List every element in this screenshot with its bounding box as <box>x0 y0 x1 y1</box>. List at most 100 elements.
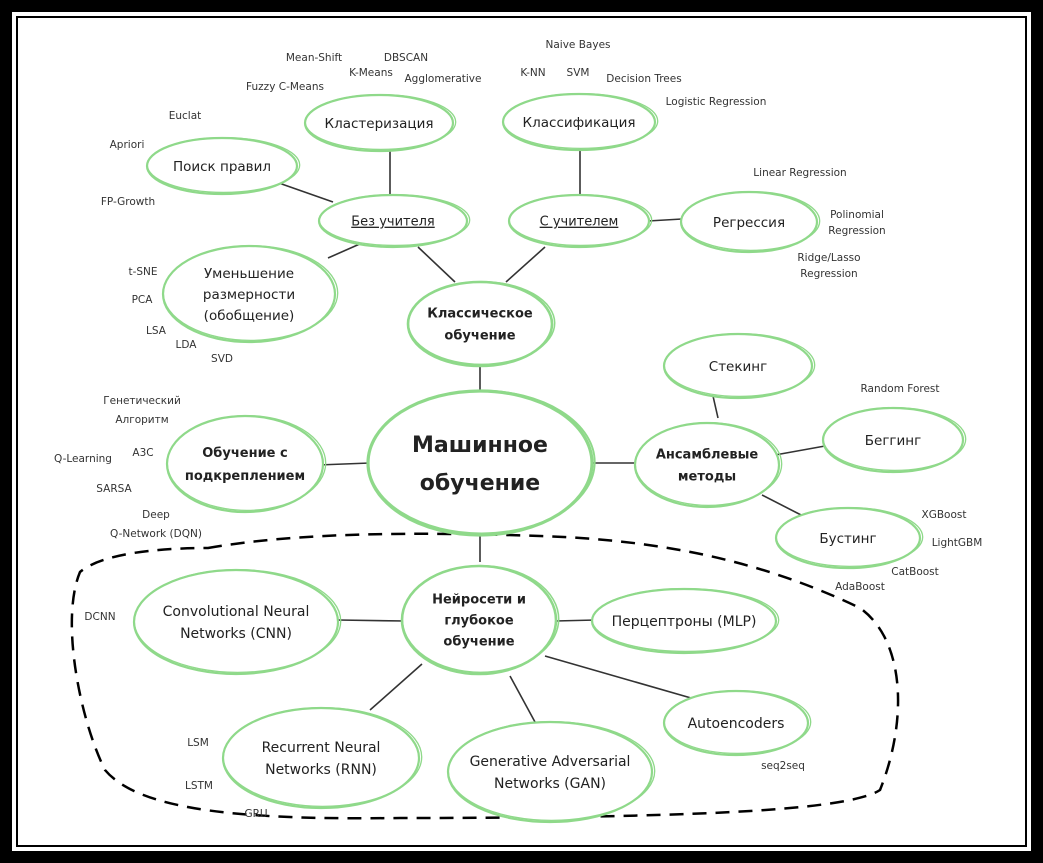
leaf-decision-trees: Decision Trees <box>606 73 681 85</box>
node-reinforcement-learning-label: Обучение с <box>202 446 287 461</box>
node-boosting-ellipse <box>775 506 924 568</box>
node-boosting: Бустинг <box>774 506 924 570</box>
leaf-pca: PCA <box>132 294 154 306</box>
leaf-lsm: LSM <box>187 737 209 749</box>
node-unsupervised: Без учителя <box>317 193 471 249</box>
node-gan-label: Generative Adversarial <box>470 754 631 770</box>
node-rnn-label: Recurrent Neural <box>262 740 381 756</box>
leaf-ridge-line-2: Regression <box>800 268 857 280</box>
node-stacking-ellipse <box>663 332 816 398</box>
node-perceptrons: Перцептроны (MLP) <box>590 587 780 655</box>
node-gan-ellipse <box>447 720 656 822</box>
leaf-logistic: Logistic Regression <box>666 96 767 108</box>
leaf-polinomial-line-2: Regression <box>828 225 885 237</box>
node-reinforcement-learning-ellipse <box>166 414 327 512</box>
node-regression: Регрессия <box>679 190 821 254</box>
node-perceptrons-label: Перцептроны (MLP) <box>612 614 757 630</box>
node-supervised-ellipse <box>508 193 653 247</box>
leaf-qlearning: Q-Learning <box>54 453 112 465</box>
node-dimensionality-reduction: Уменьшение размерности (обобщение) <box>161 244 339 344</box>
node-ensemble-methods-ellipse <box>634 421 783 507</box>
node-dimensionality-reduction-label: (обобщение) <box>204 308 295 324</box>
leaf-gru: GRU <box>244 808 267 820</box>
node-reinforcement-learning-label: подкреплением <box>185 469 305 484</box>
node-classification-label: Классификация <box>523 115 636 131</box>
node-rnn-label: Networks (RNN) <box>265 762 377 778</box>
node-autoencoders-label: Autoencoders <box>688 716 785 732</box>
leaf-lightgbm: LightGBM <box>932 537 983 549</box>
node-association-rules-label: Поиск правил <box>173 159 271 175</box>
node-dimensionality-reduction-ellipse <box>162 244 339 342</box>
leaf-a3c: A3C <box>132 447 153 459</box>
node-machine-learning-ellipse <box>367 389 596 535</box>
node-neural-networks-ellipse <box>401 564 560 674</box>
node-cnn-ellipse <box>133 568 342 674</box>
leaf-eclat: Euclat <box>169 110 202 122</box>
node-autoencoders-ellipse <box>663 689 812 755</box>
leaf-linear: Linear Regression <box>753 167 846 179</box>
leaf-lsa: LSA <box>146 325 167 337</box>
leaf-agglomerative: Agglomerative <box>404 73 481 85</box>
leaf-svd: SVD <box>211 353 233 365</box>
leaf-genetic-line-1: Генетический <box>103 395 181 407</box>
node-machine-learning-label: Машинное <box>412 433 548 458</box>
node-cnn-label: Networks (CNN) <box>180 626 292 642</box>
leaf-random-forest: Random Forest <box>860 383 939 395</box>
node-perceptrons-ellipse <box>591 587 780 653</box>
node-stacking: Стекинг <box>662 332 816 400</box>
node-unsupervised-label: Без учителя <box>351 215 434 230</box>
node-classical-learning-ellipse <box>407 280 556 366</box>
node-clustering-label: Кластеризация <box>325 116 434 132</box>
node-clustering-ellipse <box>304 93 457 151</box>
node-autoencoders: Autoencoders <box>662 689 812 757</box>
node-dimensionality-reduction-label: размерности <box>203 287 295 303</box>
node-ensemble-methods: Ансамблевые методы <box>633 421 783 509</box>
leaf-lstm: LSTM <box>185 780 213 792</box>
node-cnn-label: Convolutional Neural <box>163 604 310 620</box>
leaf-apriori: Apriori <box>110 139 145 151</box>
leaf-tsne: t-SNE <box>128 266 157 278</box>
leaf-ridge-line-1: Ridge/Lasso <box>797 252 860 264</box>
node-neural-networks-label: обучение <box>443 635 514 650</box>
node-unsupervised-ellipse <box>318 193 471 247</box>
inner-frame <box>16 16 1027 847</box>
leaf-genetic-line-2: Алгоритм <box>115 414 168 426</box>
node-classification: Классификация <box>501 92 659 152</box>
node-regression-ellipse <box>680 190 821 252</box>
leaf-fuzzy: Fuzzy C-Means <box>246 81 324 93</box>
node-boosting-label: Бустинг <box>819 531 876 547</box>
node-association-rules-ellipse <box>146 136 301 194</box>
leaf-dqn-line-2: Q-Network (DQN) <box>110 528 202 540</box>
leaf-adaboost: AdaBoost <box>835 581 885 593</box>
node-regression-label: Регрессия <box>713 215 785 231</box>
node-reinforcement-learning: Обучение с подкреплением <box>165 414 327 514</box>
node-supervised: С учителем <box>507 193 653 249</box>
node-supervised-label: С учителем <box>540 215 619 230</box>
node-dimensionality-reduction-label: Уменьшение <box>204 266 294 282</box>
leaf-naive-bayes: Naive Bayes <box>546 39 611 51</box>
node-bagging-label: Беггинг <box>865 433 921 449</box>
node-neural-networks-label: Нейросети и <box>432 593 526 608</box>
node-ensemble-methods-label: Ансамблевые <box>656 448 759 463</box>
node-classification-ellipse <box>502 92 659 150</box>
leaf-knn: K-NN <box>520 67 545 79</box>
leaf-lda: LDA <box>176 339 198 351</box>
neural-region-outline <box>70 532 900 820</box>
node-ensemble-methods-label: методы <box>678 470 736 485</box>
connectors <box>275 146 826 723</box>
node-bagging-ellipse <box>822 406 967 472</box>
leaf-dcnn: DCNN <box>84 611 115 623</box>
node-classical-learning-label: Классическое <box>427 307 533 322</box>
node-classical-learning-label: обучение <box>444 329 515 344</box>
leaf-dqn-line-1: Deep <box>142 509 170 521</box>
leaf-kmeans: K-Means <box>349 67 393 79</box>
node-gan-label: Networks (GAN) <box>494 776 606 792</box>
node-association-rules: Поиск правил <box>145 136 301 196</box>
leaf-svm: SVM <box>567 67 590 79</box>
